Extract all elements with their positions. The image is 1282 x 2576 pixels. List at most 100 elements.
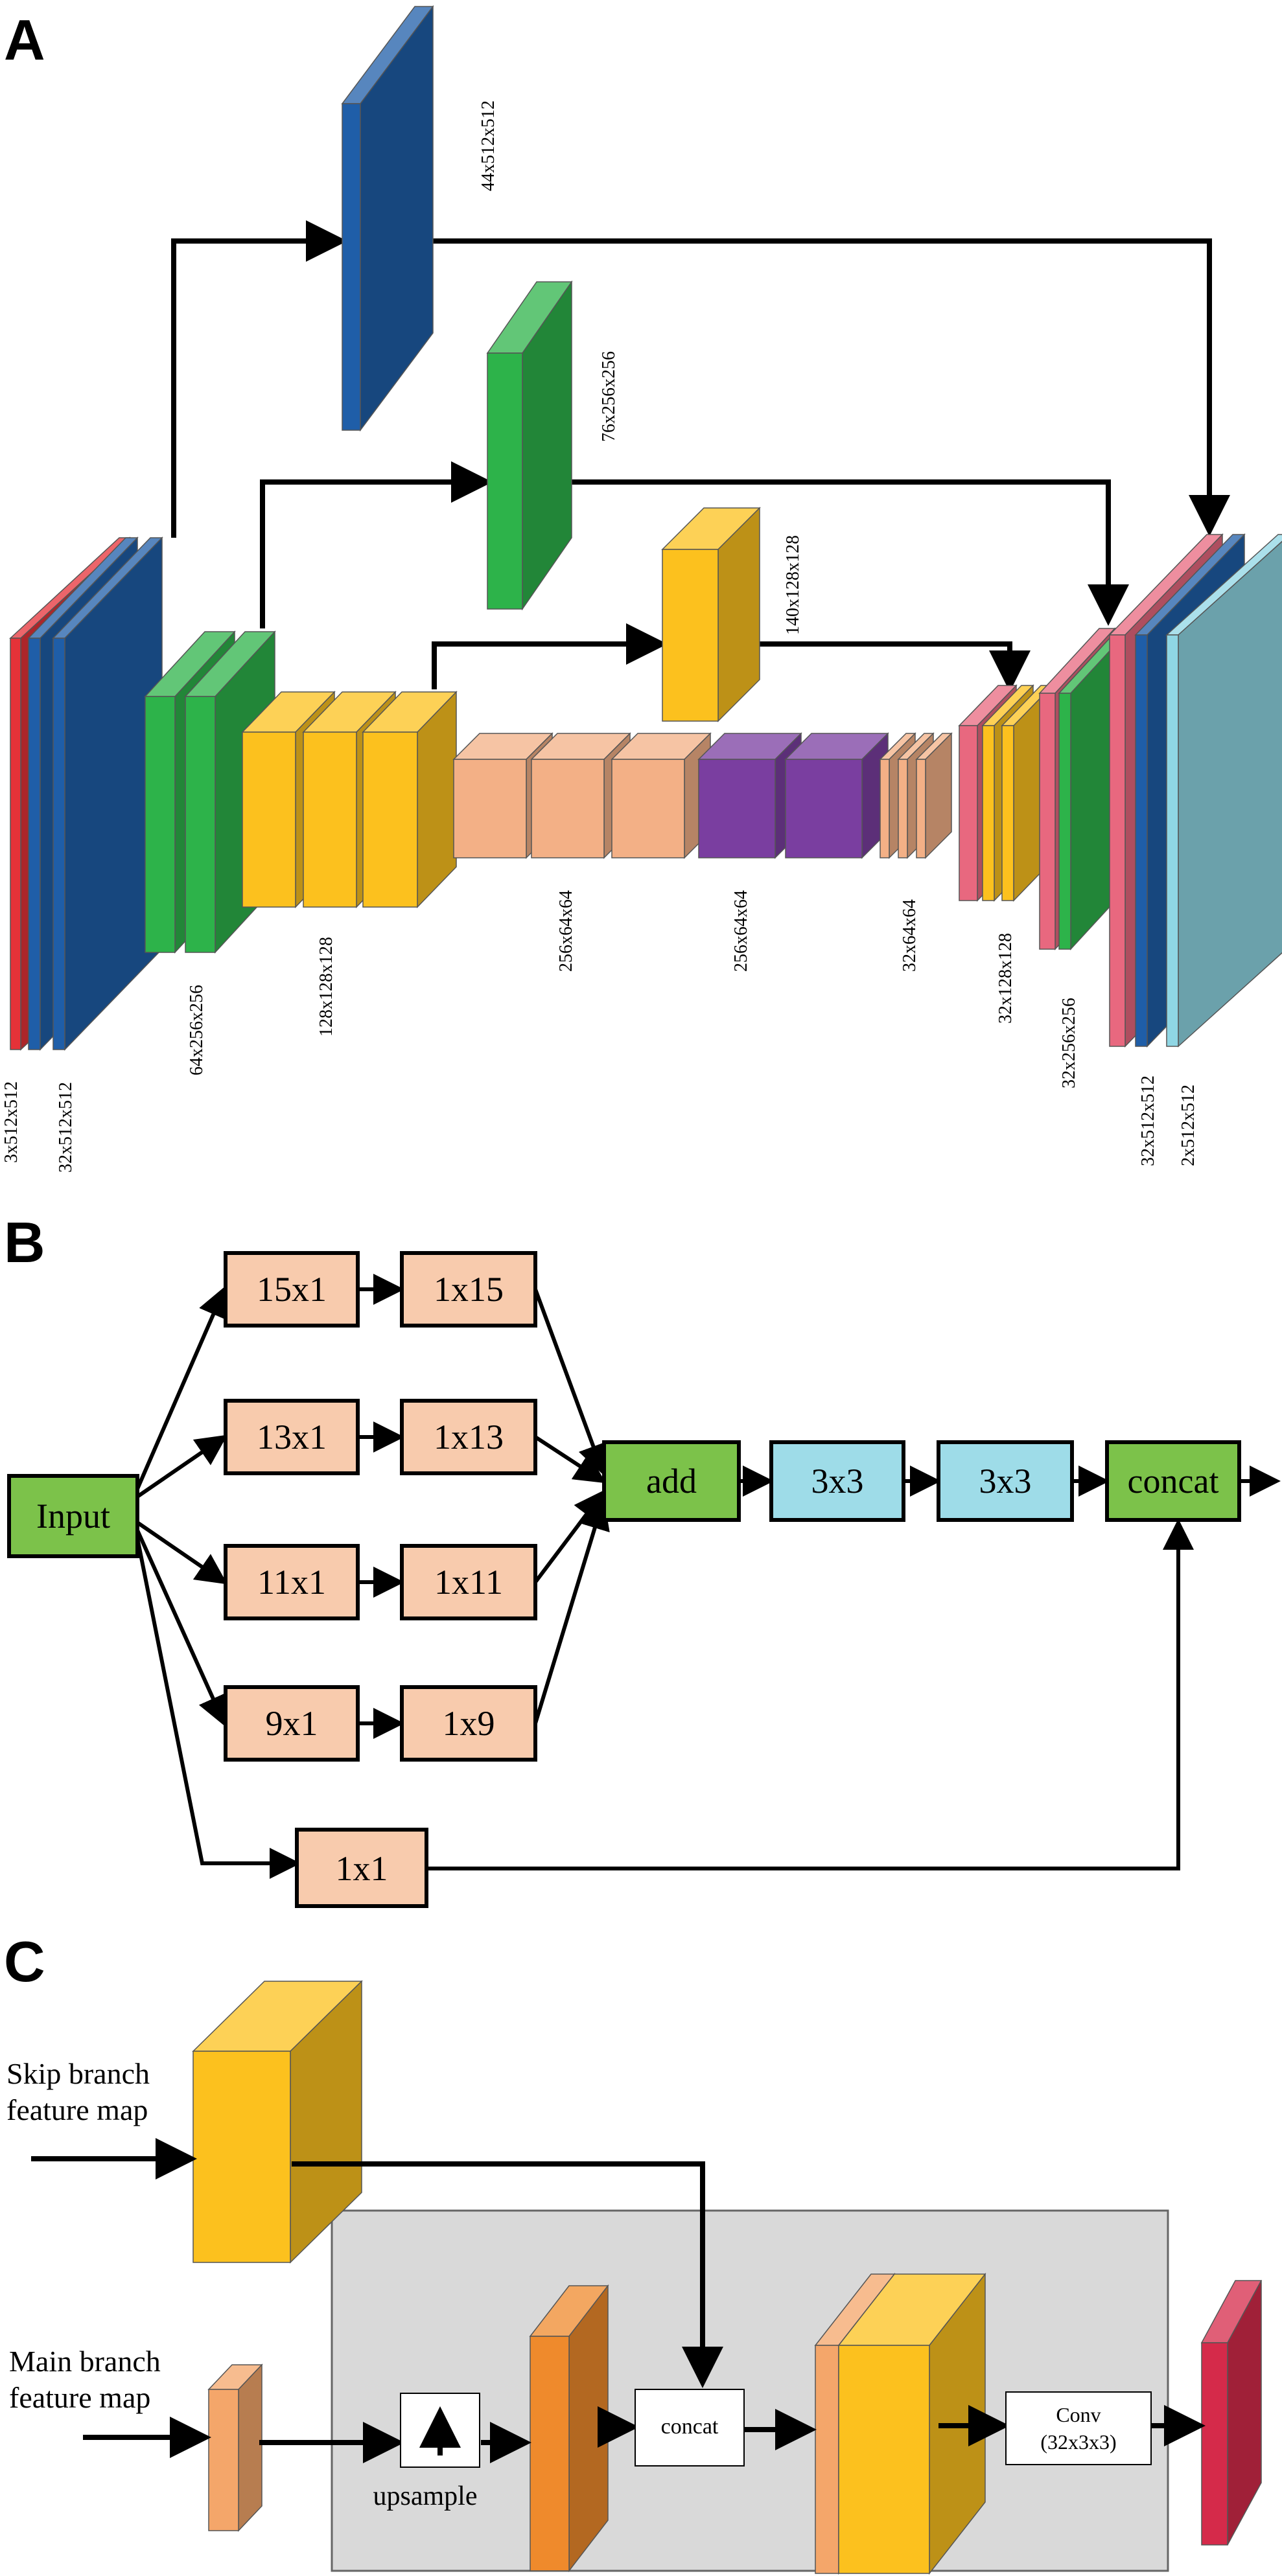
block-32x128-yellow-1-face <box>982 725 995 901</box>
block-2x512-cyan-face <box>1166 634 1179 1047</box>
edge-input-9x1 <box>135 1529 227 1727</box>
label-128x128x128: 128x128x128 <box>316 937 336 1037</box>
edge-input-13x1 <box>136 1434 227 1499</box>
node-3x3-a <box>769 1440 905 1522</box>
node-15x1 <box>224 1251 360 1328</box>
concat-box <box>635 2389 745 2467</box>
block-32x128-pink-face <box>959 725 978 901</box>
panel-b-edges <box>135 1274 1281 1879</box>
label-140x128x128: 140x128x128 <box>783 535 803 635</box>
node-9x1 <box>224 1685 360 1762</box>
block-256-peach-2 <box>530 732 631 859</box>
node-11x1 <box>224 1544 360 1620</box>
panel-a-skip-arrows <box>171 220 1230 692</box>
node-3x3-b <box>937 1440 1074 1522</box>
conv-label-line2: (32x3x3) <box>1040 2430 1116 2454</box>
skip-branch-label-line2: feature map <box>6 2093 148 2126</box>
node-add <box>602 1440 741 1522</box>
block-64x256-green-1-face <box>145 696 176 953</box>
block-140x128-yellow-face <box>662 549 719 722</box>
block-32x512-blue-1-face <box>28 638 41 1050</box>
label-256x64x64-a: 256x64x64 <box>556 890 576 972</box>
edge-1x9-add <box>533 1498 610 1724</box>
concat-label: concat <box>661 2415 719 2439</box>
panel-c-feature-blocks <box>192 1980 1263 2575</box>
block-76x256-green-face <box>487 352 523 610</box>
node-13x1-label: 13x1 <box>257 1418 327 1456</box>
edge-input-11x1 <box>136 1521 227 1585</box>
label-76x256x256: 76x256x256 <box>599 351 619 442</box>
skip-arrow-3-out <box>740 641 1031 692</box>
panel-b-letter: B <box>4 1210 45 1274</box>
block-256-purple-1-face <box>698 759 776 858</box>
block-32x64-peach-1-face <box>880 759 890 858</box>
block-32x256-green-face <box>1058 693 1071 950</box>
skip-arrow-1-in <box>171 220 347 538</box>
block-32x64-peach-3 <box>915 732 953 859</box>
main-feature-map-face <box>238 2363 262 2532</box>
main-feature-map-face <box>208 2389 239 2531</box>
block-256-peach-3 <box>611 732 712 859</box>
block-44x512-blue <box>341 5 434 432</box>
block-140x128-yellow <box>661 507 761 722</box>
decoder-block-background <box>331 2209 1169 2572</box>
block-256-purple-2-face <box>785 759 863 858</box>
panel-c: upsample concat Conv (32x3x3) Skip branc… <box>6 1980 1263 2575</box>
label-32x128x128: 32x128x128 <box>996 933 1016 1024</box>
skip-arrow-1-out <box>428 238 1230 536</box>
main-feature-map <box>207 2363 263 2532</box>
panel-c-arrows <box>31 2138 1206 2463</box>
block-256-peach-1-face <box>453 759 527 858</box>
node-1x13-label: 1x13 <box>434 1418 504 1456</box>
label-44x512x512: 44x512x512 <box>478 100 498 191</box>
node-concat-label: concat <box>1128 1462 1219 1501</box>
node-3x3-a-label: 3x3 <box>811 1462 864 1501</box>
block-256-purple-2 <box>784 732 889 859</box>
label-32x512x512-out: 32x512x512 <box>1138 1075 1158 1166</box>
edge-1x15-add <box>533 1288 608 1476</box>
edge-1x1-concat <box>426 1519 1194 1870</box>
edge-input-1x1 <box>135 1537 301 1879</box>
panel-a: 3x512x512 32x512x512 64x256x256 128x128x… <box>1 5 1282 1173</box>
concat-map-yellow-face <box>838 2345 930 2574</box>
node-3x3-b-label: 3x3 <box>979 1462 1032 1501</box>
block-32x512-pink-face <box>1109 634 1126 1047</box>
block-32x128-yellow-2-face <box>1001 725 1014 901</box>
concat-map-orange-face <box>815 2345 839 2574</box>
node-1x11-label: 1x11 <box>434 1563 503 1602</box>
main-branch-label-line2: feature map <box>9 2381 150 2414</box>
node-1x11 <box>400 1544 537 1620</box>
panel-a-letter: A <box>4 8 45 72</box>
panel-b-nodes <box>7 1251 1241 1908</box>
panel-b-node-labels: Input 15x1 1x15 13x1 1x13 11x1 1x11 9x1 … <box>36 1270 1218 1888</box>
skip-feature-map <box>192 1980 363 2264</box>
block-3x512-red-face <box>10 638 21 1050</box>
node-9x1-label: 9x1 <box>266 1704 318 1743</box>
node-1x15 <box>400 1251 537 1328</box>
block-2x512-cyan <box>1165 534 1282 1048</box>
block-128-yellow-1-face <box>242 731 296 908</box>
conv-box <box>1005 2391 1152 2465</box>
label-32x256x256: 32x256x256 <box>1059 998 1079 1088</box>
node-1x9-label: 1x9 <box>443 1704 495 1743</box>
node-15x1-label: 15x1 <box>257 1270 327 1309</box>
label-32x512x512-in: 32x512x512 <box>56 1082 76 1173</box>
label-64x256x256: 64x256x256 <box>187 985 207 1075</box>
block-76x256-green <box>486 280 573 611</box>
main-branch-label-line1: Main branch <box>9 2345 161 2378</box>
panel-a-dimension-labels: 3x512x512 32x512x512 64x256x256 128x128x… <box>1 100 1198 1173</box>
node-1x15-label: 1x15 <box>434 1270 504 1309</box>
panel-a-feature-blocks <box>9 5 1282 1051</box>
block-64x256-green-2-face <box>185 696 216 953</box>
node-1x13 <box>400 1399 537 1475</box>
node-1x9 <box>400 1685 537 1762</box>
block-44x512-blue-face <box>342 103 361 431</box>
block-256-peach-2-face <box>531 759 605 858</box>
edge-input-15x1 <box>135 1285 228 1490</box>
node-add-label: add <box>646 1462 697 1501</box>
block-32x512-blue-out-face <box>1135 634 1148 1047</box>
node-input <box>7 1474 139 1558</box>
upsample-label: upsample <box>373 2481 478 2511</box>
panel-c-letter: C <box>4 1929 45 1994</box>
